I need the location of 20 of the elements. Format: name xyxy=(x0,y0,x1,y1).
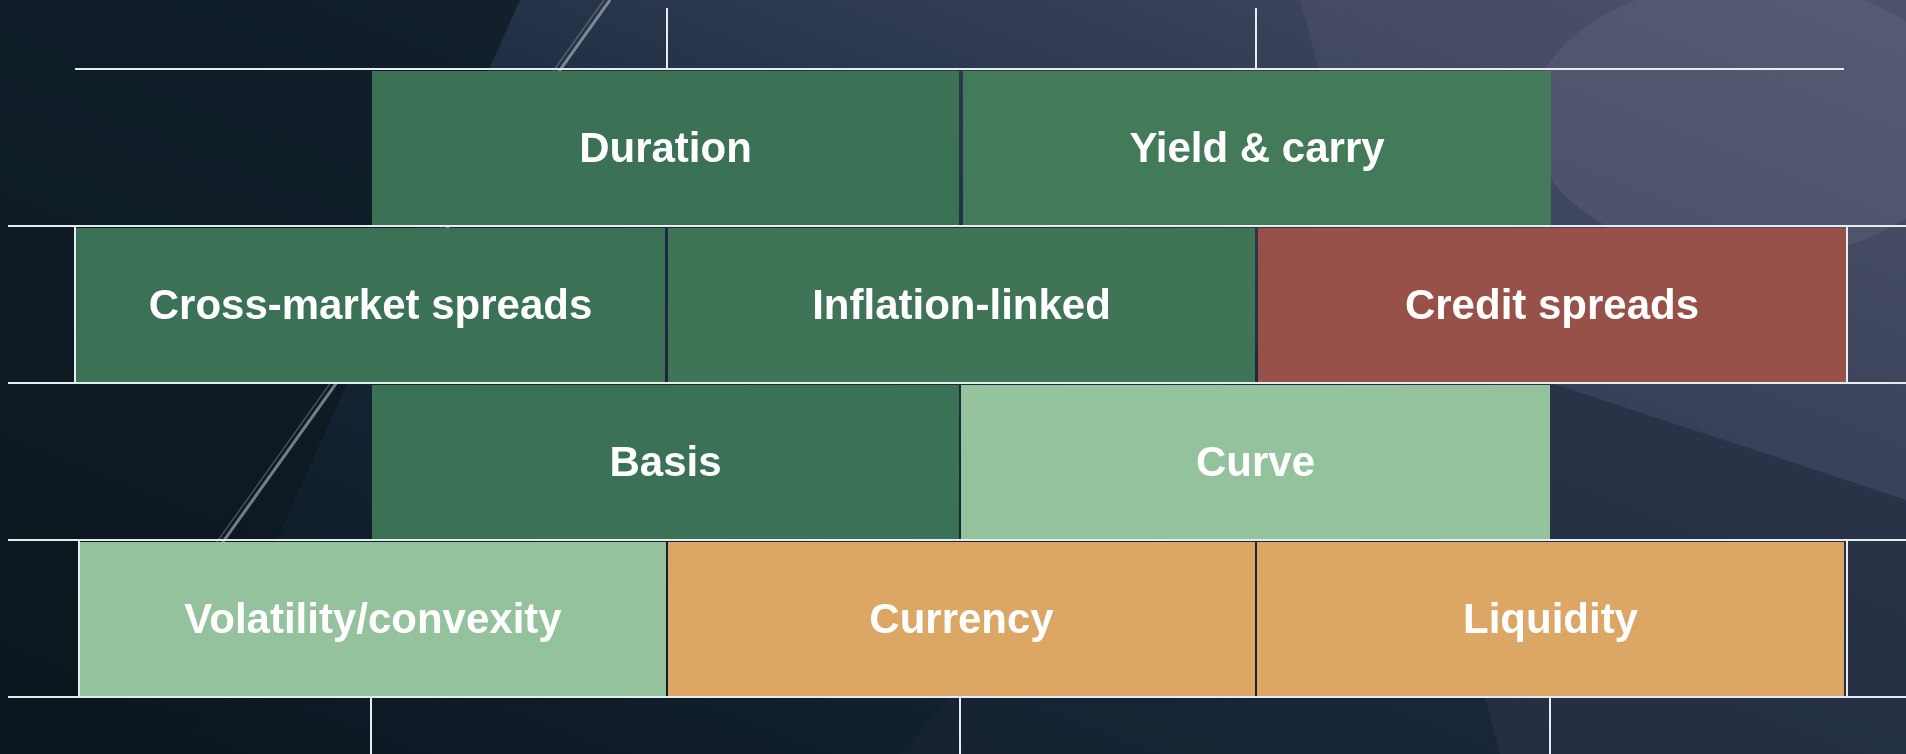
tile-label: Volatility/convexity xyxy=(184,595,562,643)
category-tile xyxy=(963,71,1551,225)
category-tile xyxy=(1258,228,1846,382)
category-tile xyxy=(1257,542,1844,696)
category-tile xyxy=(80,542,666,696)
category-tile xyxy=(372,385,959,539)
tile-label: Currency xyxy=(869,595,1054,643)
category-tile xyxy=(668,542,1255,696)
tile-label: Curve xyxy=(1195,438,1316,486)
category-tile xyxy=(76,228,665,382)
tile-label: Duration xyxy=(579,124,752,172)
tile-label: Liquidity xyxy=(1463,595,1638,643)
tile-label: Credit spreads xyxy=(1404,281,1700,329)
tile-label: Basis xyxy=(609,438,722,486)
category-tile xyxy=(961,385,1550,539)
tile-label: Yield & carry xyxy=(1129,124,1385,172)
tile-label: Cross-market spreads xyxy=(148,281,593,329)
category-tile xyxy=(372,71,959,225)
tile-label: Inflation-linked xyxy=(812,281,1111,329)
category-tile xyxy=(668,228,1255,382)
